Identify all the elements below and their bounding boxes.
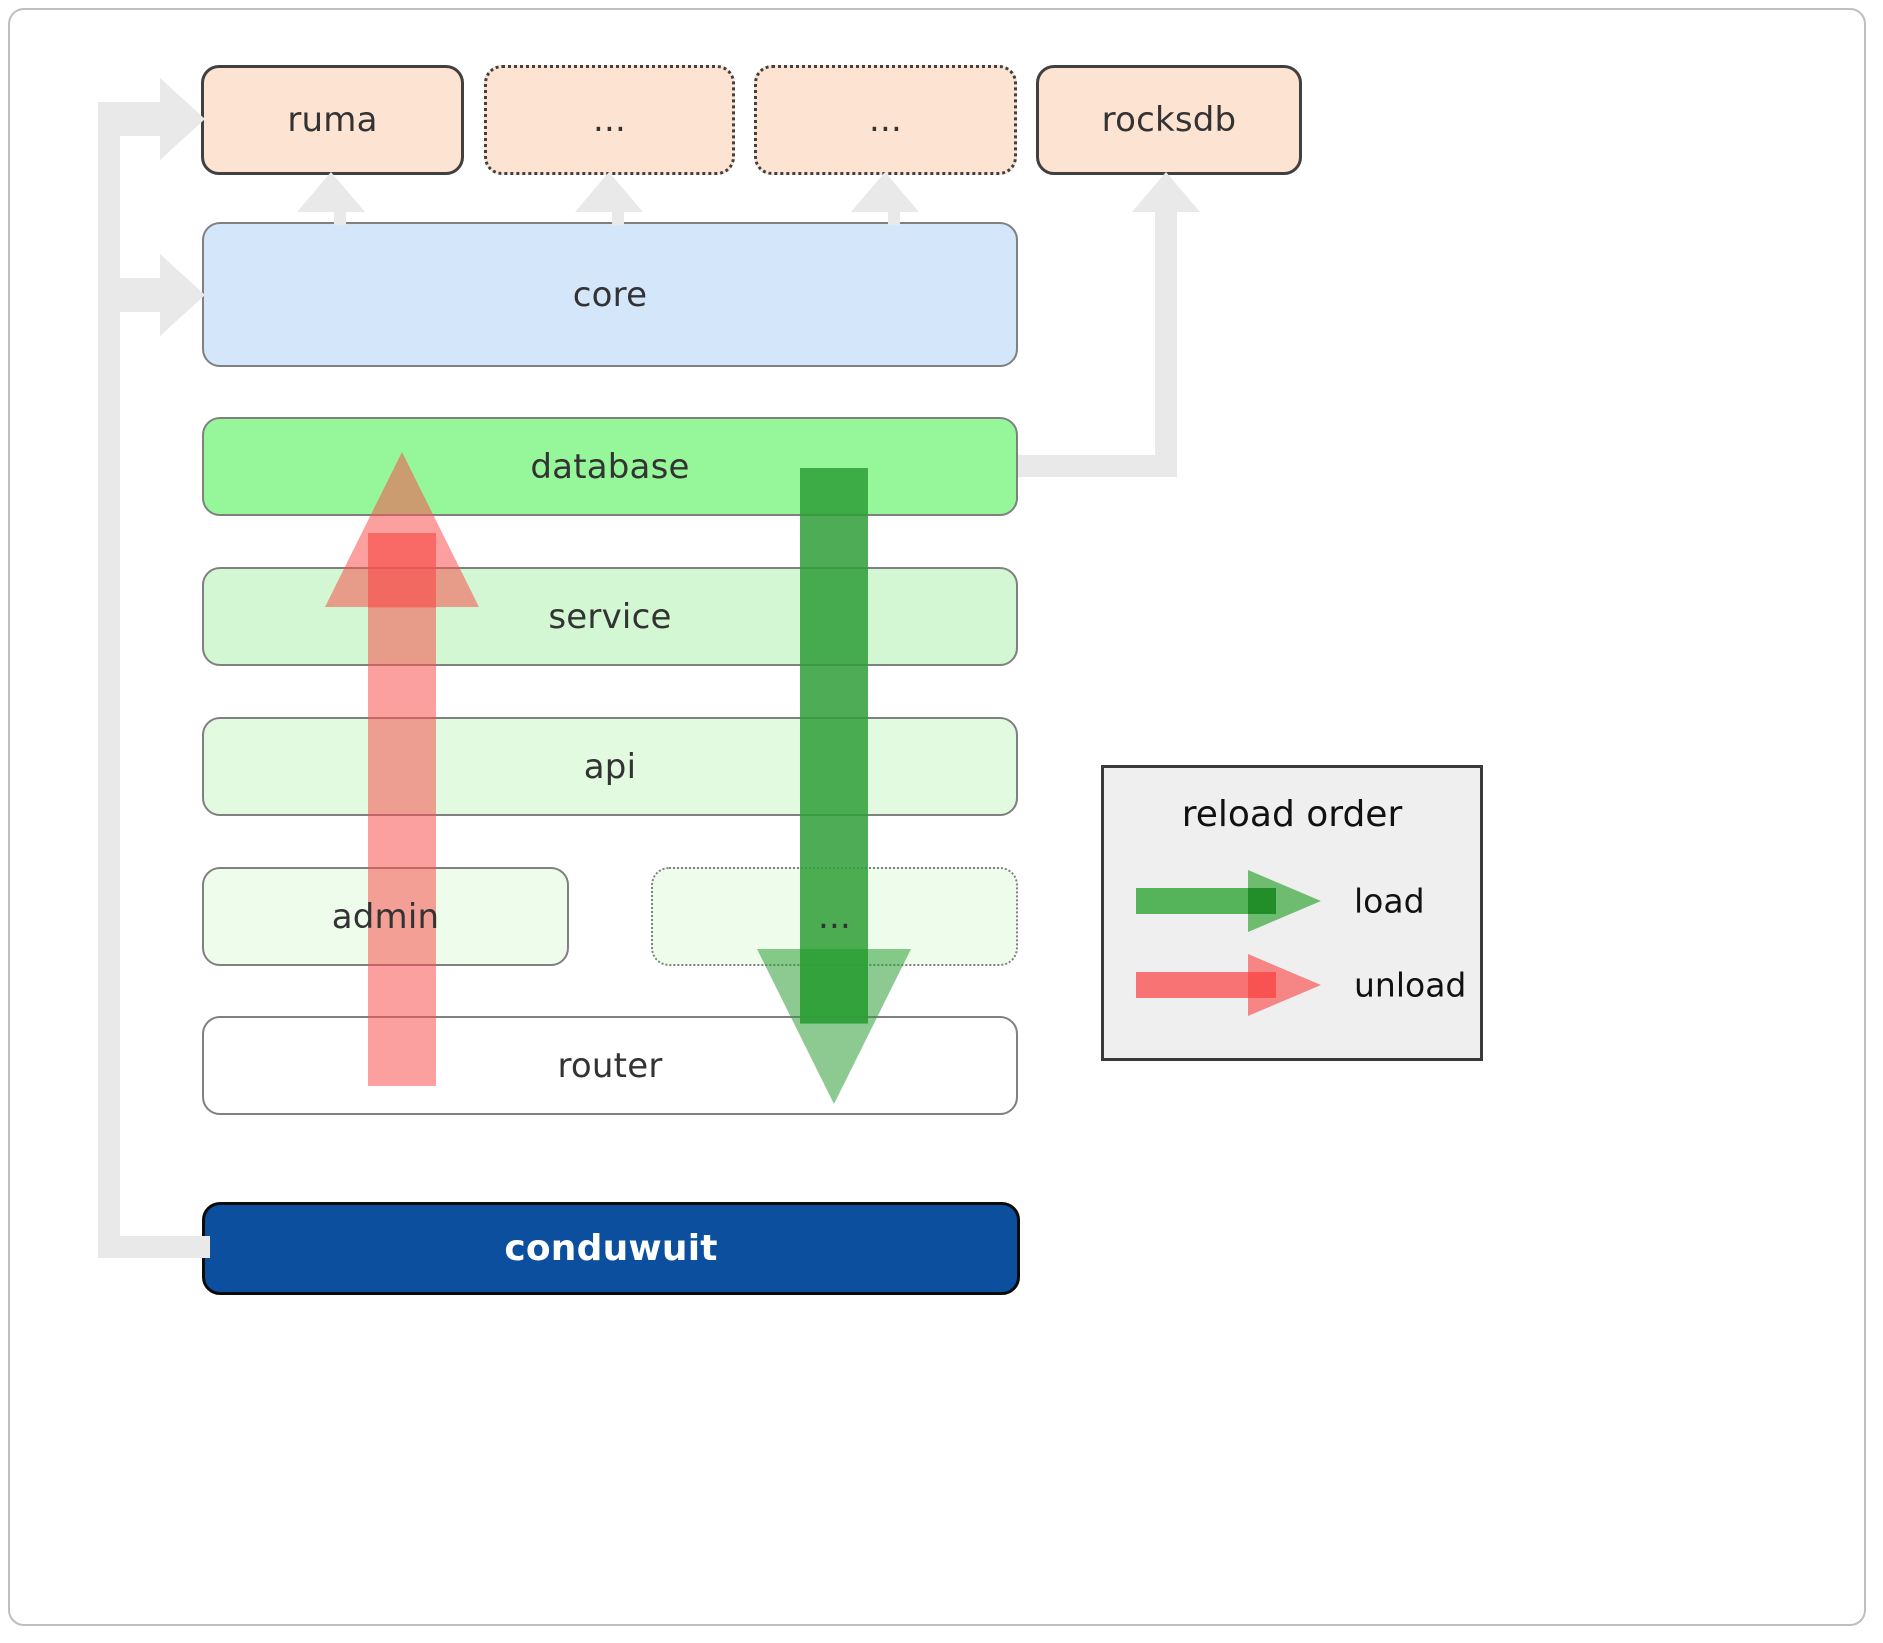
unload-arrow-big	[325, 452, 479, 1086]
connector-arrow-core-to-crate3	[851, 172, 919, 225]
unload-arrow-icon	[1136, 954, 1321, 1016]
connector-to-conduwuit	[98, 1236, 210, 1258]
connector-db-to-rocksdb-vertical	[1155, 212, 1177, 477]
legend-panel: reload order load unload	[1101, 765, 1483, 1061]
legend-label: load	[1354, 881, 1425, 921]
legend-row-load: load	[1104, 866, 1480, 936]
connector-trunk	[98, 110, 120, 1258]
load-arrow-big	[757, 468, 911, 1104]
connector-arrow-core-to-crate2	[575, 172, 643, 225]
legend-row-unload: unload	[1104, 950, 1480, 1020]
connector-arrow-core-to-ruma	[297, 172, 365, 225]
legend-title: reload order	[1181, 794, 1403, 835]
connector-db-to-rocksdb-horizontal	[1018, 455, 1155, 477]
connector-arrow-db-to-rocksdb-head	[1132, 172, 1200, 212]
load-arrow-icon	[1136, 870, 1321, 932]
connector-arrow-to-core	[98, 254, 205, 336]
legend-label: unload	[1354, 965, 1467, 1005]
connector-arrow-to-ruma	[98, 78, 205, 160]
